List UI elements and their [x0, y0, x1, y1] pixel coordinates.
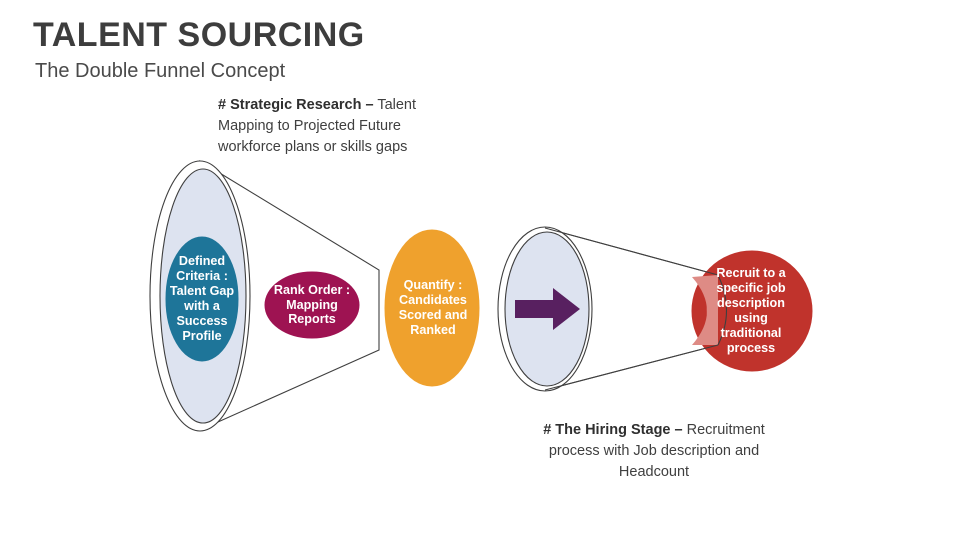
annotation-strategic-research-lead: # Strategic Research –	[218, 97, 374, 113]
page-subtitle: The Double Funnel Concept	[35, 60, 286, 82]
page-title: TALENT SOURCING	[33, 16, 365, 54]
stage-quantify[interactable]	[384, 229, 480, 387]
annotation-strategic-research: # Strategic Research – Talent Mapping to…	[218, 95, 450, 158]
annotation-strategic-research-body: Talent Mapping to Projected Future workf…	[218, 97, 417, 155]
stage-defined-criteria[interactable]	[165, 236, 239, 362]
annotation-hiring-stage-lead: # The Hiring Stage –	[543, 422, 683, 438]
stage-rank-order[interactable]	[264, 271, 360, 339]
funnel-circle-overlap-wedge	[692, 275, 718, 345]
process-arrow-icon	[515, 288, 580, 330]
annotation-hiring-stage: # The Hiring Stage – Recruitment process…	[520, 420, 788, 483]
right-funnel-neck-edges	[544, 227, 719, 391]
annotation-hiring-stage-body: Recruitment process with Job description…	[548, 422, 765, 480]
stage-recruit[interactable]	[691, 250, 813, 372]
right-funnel-neck-cap	[717, 274, 727, 346]
